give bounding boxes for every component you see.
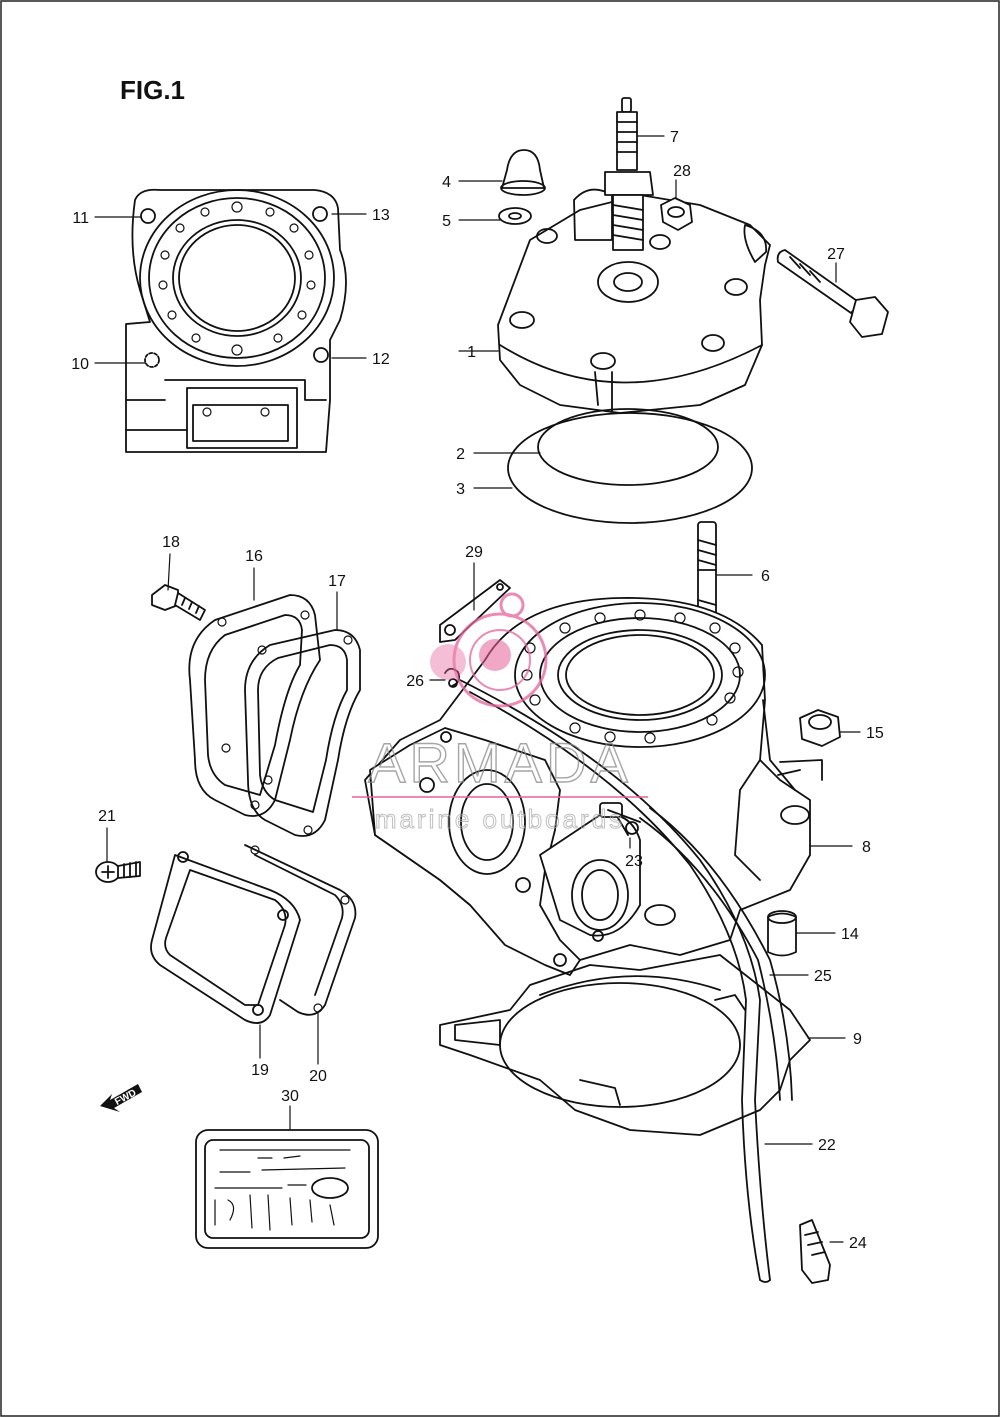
callout-12: 12 [372,351,390,368]
callout-26: 26 [406,673,424,690]
exhaust-cover-gasket-17 [244,629,361,837]
callout-4: 4 [442,174,451,191]
callout-13: 13 [372,207,390,224]
spark-plug [604,97,654,251]
flange-nut-28 [660,197,693,231]
callout-8: 8 [862,839,871,856]
callout-14: 14 [841,926,859,943]
clip-26 [444,667,461,688]
base-gasket [439,954,811,1136]
nut-15 [777,709,841,781]
bolt-27 [776,249,889,338]
stud-bolt [697,521,717,633]
watermark-logo-icon [430,592,548,708]
callout-23: 23 [625,853,643,870]
head-gaskets [507,408,753,524]
bolt-18 [151,584,206,621]
plug-24 [799,1219,831,1284]
callout-5: 5 [442,213,451,230]
exhaust-cover-gasket-20 [244,844,357,1016]
callout-21: 21 [98,808,116,825]
callout-28: 28 [673,163,691,180]
callout-24: 24 [849,1235,867,1252]
label-plate [195,1129,379,1249]
hoses [459,679,793,1283]
callout-22: 22 [818,1137,836,1154]
bracket-29 [439,579,511,643]
hose-clip [599,802,641,836]
callout-27: 27 [827,246,845,263]
callout-6: 6 [761,568,770,585]
callout-20: 20 [309,1068,327,1085]
dowel-pin [767,910,797,957]
callout-7: 7 [670,129,679,146]
leader-lines [94,135,861,1243]
callout-labels: 1 2 3 4 5 6 7 8 9 10 11 12 13 14 15 16 1… [71,129,884,1252]
callout-10: 10 [71,356,89,373]
callout-15: 15 [866,725,884,742]
callout-18: 18 [162,534,180,551]
callout-29: 29 [465,544,483,561]
callout-9: 9 [853,1031,862,1048]
watermark: ARMADA marine outboards [352,592,648,835]
cap-nut-washer [498,149,546,225]
callout-3: 3 [456,481,465,498]
callout-17: 17 [328,573,346,590]
watermark-tagline: marine outboards [375,804,625,834]
screw-21 [95,861,141,883]
watermark-brand: ARMADA [368,731,632,794]
callout-11: 11 [72,210,89,227]
callout-16: 16 [245,548,263,565]
exhaust-cover-gasket-16 [188,594,321,817]
callout-2: 2 [456,446,465,463]
callout-30: 30 [281,1088,299,1105]
callout-25: 25 [814,968,832,985]
cylinder-top-view [125,188,347,453]
figure-title: FIG.1 [120,75,185,105]
callout-1: 1 [467,344,476,361]
exhaust-cover-19 [150,851,301,1024]
callout-19: 19 [251,1062,269,1079]
